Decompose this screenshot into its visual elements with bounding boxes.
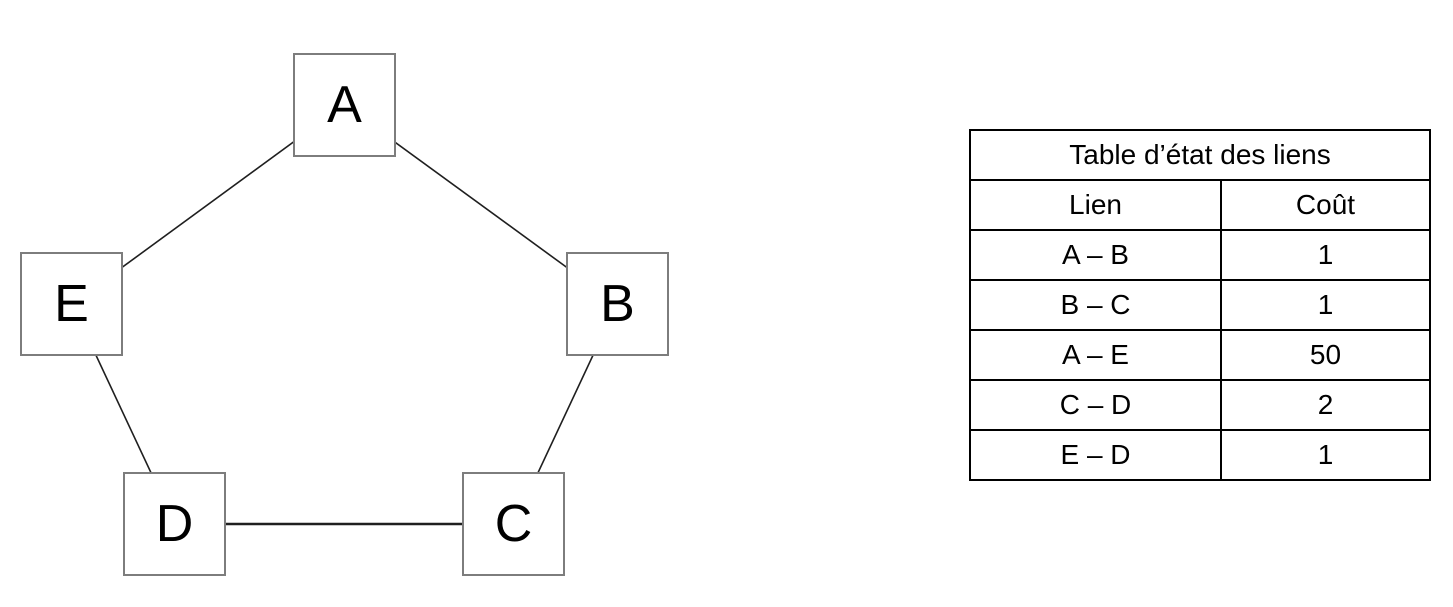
table-title-row: Table d’état des liens	[968, 129, 1432, 181]
table-row: E – D 1	[969, 429, 1432, 481]
cost-cell: 2	[1219, 379, 1432, 431]
node-d: D	[123, 472, 226, 576]
link-cell: C – D	[969, 379, 1222, 431]
cost-cell: 1	[1219, 429, 1432, 481]
node-c-label: C	[494, 495, 533, 553]
column-header-lien: Lien	[969, 179, 1222, 231]
table-title: Table d’état des liens	[968, 129, 1432, 181]
table-row: B – C 1	[969, 279, 1432, 331]
cost-cell: 50	[1219, 329, 1432, 381]
table-header-row: Lien Coût	[969, 179, 1432, 231]
node-a-label: A	[327, 76, 362, 134]
link-cell: B – C	[969, 279, 1222, 331]
table-row: C – D 2	[969, 379, 1432, 431]
table-row: A – B 1	[969, 229, 1432, 281]
link-cell: A – E	[969, 329, 1222, 381]
cost-cell: 1	[1219, 279, 1432, 331]
node-a: A	[293, 53, 396, 157]
node-c: C	[462, 472, 565, 576]
link-cell: E – D	[969, 429, 1222, 481]
node-e-label: E	[54, 275, 89, 333]
node-b-label: B	[600, 275, 635, 333]
link-state-table: Table d’état des liens Lien Coût A – B 1…	[968, 129, 1432, 481]
link-cell: A – B	[969, 229, 1222, 281]
column-header-cout: Coût	[1219, 179, 1432, 231]
cost-cell: 1	[1219, 229, 1432, 281]
node-e: E	[20, 252, 123, 356]
table-row: A – E 50	[969, 329, 1432, 381]
node-d-label: D	[155, 495, 194, 553]
node-b: B	[566, 252, 669, 356]
